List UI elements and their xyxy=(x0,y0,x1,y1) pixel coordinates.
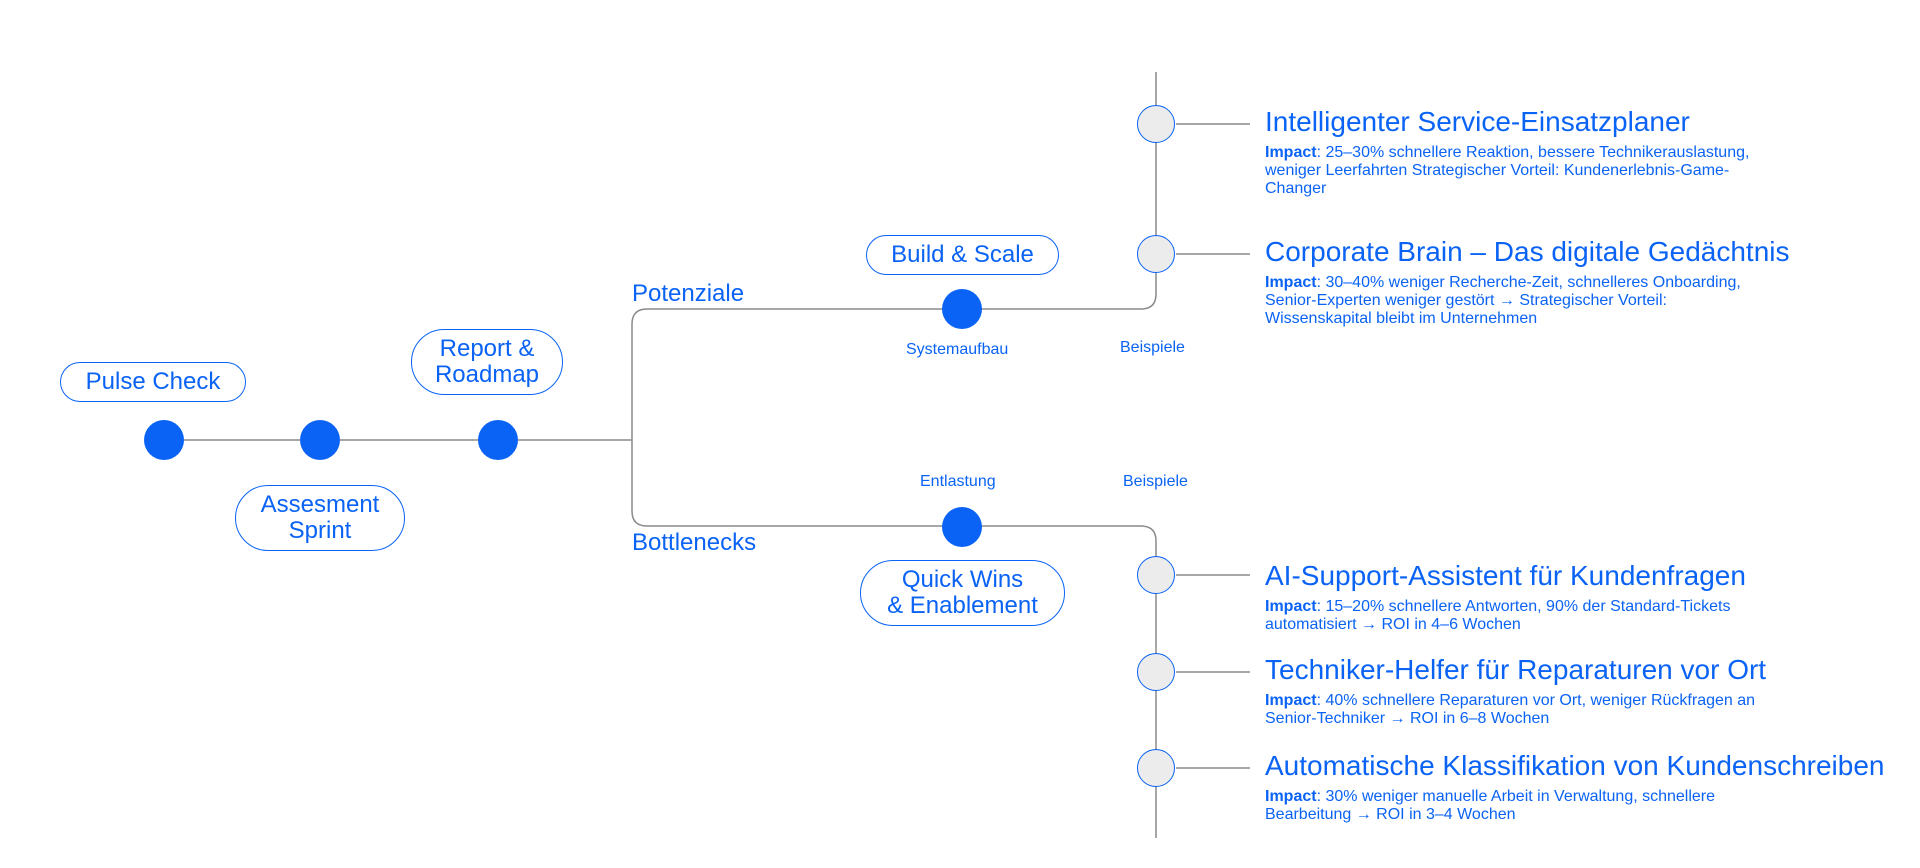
example-title: AI-Support-Assistent für Kundenfragen xyxy=(1265,560,1746,591)
impact-label: Impact xyxy=(1265,274,1317,291)
example-techniker-helfer: Techniker-Helfer für Reparaturen vor Ort… xyxy=(1265,654,1905,728)
pulse-check-dot xyxy=(144,420,184,460)
impact-label: Impact xyxy=(1265,788,1317,805)
example-service-einsatzplaner: Intelligenter Service-Einsatzplaner Impa… xyxy=(1265,106,1905,198)
impact-text: : 25–30% schnellere Reaktion, bessere Te… xyxy=(1265,144,1750,197)
assessment-sprint-dot xyxy=(300,420,340,460)
impact-label: Impact xyxy=(1265,692,1317,709)
example-node-1 xyxy=(1137,105,1175,143)
impact-text: : 15–20% schnellere Antworten, 90% der S… xyxy=(1265,598,1731,633)
build-scale-dot xyxy=(942,289,982,329)
branch-top-line xyxy=(631,72,1157,440)
impact-text: : 40% schnellere Reparaturen vor Ort, we… xyxy=(1265,692,1756,727)
example-node-2 xyxy=(1137,235,1175,273)
branch-bottom-line xyxy=(631,440,1157,838)
impact-text: : 30% weniger manuelle Arbeit in Verwalt… xyxy=(1265,788,1716,823)
example-node-3 xyxy=(1137,556,1175,594)
example-ai-support-assistent: AI-Support-Assistent für Kundenfragen Im… xyxy=(1265,560,1905,634)
example-corporate-brain: Corporate Brain – Das digitale Gedächtni… xyxy=(1265,236,1905,328)
example-title: Automatische Klassifikation von Kundensc… xyxy=(1265,750,1885,781)
example-description: Impact: 30–40% weniger Recherche-Zeit, s… xyxy=(1265,274,1765,328)
impact-text: : 30–40% weniger Recherche-Zeit, schnell… xyxy=(1265,274,1741,327)
systemaufbau-label: Systemaufbau xyxy=(906,341,1009,358)
example-title: Intelligenter Service-Einsatzplaner xyxy=(1265,106,1690,137)
impact-label: Impact xyxy=(1265,598,1317,615)
example-description: Impact: 40% schnellere Reparaturen vor O… xyxy=(1265,692,1765,728)
potenziale-beispiele-label: Beispiele xyxy=(1120,339,1185,356)
impact-label: Impact xyxy=(1265,144,1317,161)
build-scale-pill: Build & Scale xyxy=(866,235,1059,275)
quick-wins-dot xyxy=(942,507,982,547)
example-node-5 xyxy=(1137,749,1175,787)
example-description: Impact: 30% weniger manuelle Arbeit in V… xyxy=(1265,788,1765,824)
example-description: Impact: 15–20% schnellere Antworten, 90%… xyxy=(1265,598,1740,634)
example-klassifikation-kundenschreiben: Automatische Klassifikation von Kundensc… xyxy=(1265,750,1905,824)
report-roadmap-pill: Report & Roadmap xyxy=(411,329,563,395)
example-description: Impact: 25–30% schnellere Reaktion, bess… xyxy=(1265,144,1765,198)
quick-wins-pill: Quick Wins & Enablement xyxy=(860,560,1065,626)
assessment-sprint-pill: Assesment Sprint xyxy=(235,485,405,551)
entlastung-label: Entlastung xyxy=(920,473,996,490)
pulse-check-pill: Pulse Check xyxy=(60,362,246,402)
example-node-4 xyxy=(1137,653,1175,691)
example-title: Techniker-Helfer für Reparaturen vor Ort xyxy=(1265,654,1767,685)
example-title: Corporate Brain – Das digitale Gedächtni… xyxy=(1265,236,1790,267)
potenziale-label: Potenziale xyxy=(632,280,745,307)
report-roadmap-dot xyxy=(478,420,518,460)
bottlenecks-label: Bottlenecks xyxy=(632,529,757,556)
bottlenecks-beispiele-label: Beispiele xyxy=(1123,473,1188,490)
